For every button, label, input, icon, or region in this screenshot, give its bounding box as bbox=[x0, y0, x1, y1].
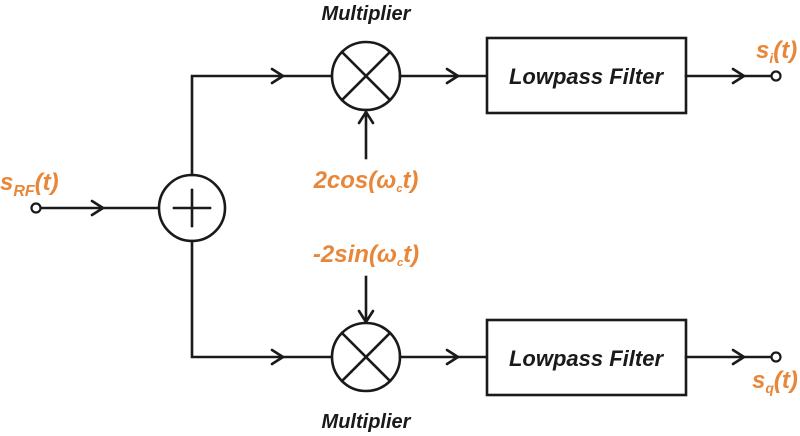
upper-oscillator-arrow-icon bbox=[357, 110, 375, 125]
lower-oscillator-label: -2sin(ωct) bbox=[313, 241, 419, 269]
lower-filter-arrow-icon bbox=[445, 348, 460, 366]
lower-output-arrow-icon bbox=[731, 348, 746, 366]
lower-output-label: sq(t) bbox=[752, 367, 798, 396]
upper-output-arrow-icon bbox=[731, 67, 746, 85]
lower-filter-label: Lowpass Filter bbox=[509, 346, 664, 371]
upper-filter-arrow-icon bbox=[445, 67, 460, 85]
upper-filter-label: Lowpass Filter bbox=[509, 64, 664, 89]
input-terminal bbox=[30, 202, 42, 214]
upper-branch-wire bbox=[190, 74, 334, 177]
upper-multiplier-icon bbox=[330, 40, 402, 112]
upper-arrow-icon bbox=[270, 67, 285, 85]
lower-multiplier-label: Multiplier bbox=[322, 411, 412, 433]
upper-oscillator-label: 2cos(ωct) bbox=[313, 167, 419, 195]
input-arrow-icon bbox=[90, 199, 105, 217]
lower-arrow-icon bbox=[270, 348, 285, 366]
upper-output-terminal bbox=[770, 70, 782, 82]
lower-lowpass-filter-block bbox=[485, 318, 688, 397]
lower-output-terminal bbox=[770, 351, 782, 363]
input-signal-label: sRF(t) bbox=[0, 169, 59, 200]
lower-branch-wire bbox=[190, 239, 334, 359]
upper-output-label: si(t) bbox=[756, 37, 797, 66]
upper-multiplier-label: Multiplier bbox=[322, 3, 412, 25]
lower-multiplier-icon bbox=[330, 321, 402, 393]
summing-junction-icon bbox=[157, 173, 227, 243]
